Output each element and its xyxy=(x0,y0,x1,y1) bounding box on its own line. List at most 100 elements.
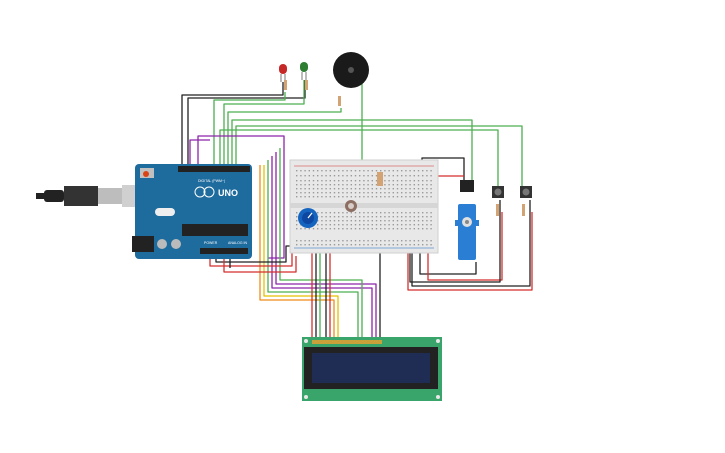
breadboard-hole xyxy=(401,175,403,177)
breadboard-hole xyxy=(413,180,415,182)
potentiometer[interactable] xyxy=(298,208,318,228)
push-button-2[interactable] xyxy=(520,186,532,216)
breadboard-hole xyxy=(363,224,365,226)
wire-red-power-2 xyxy=(223,250,297,273)
breadboard-hole xyxy=(354,196,357,198)
breadboard-hole xyxy=(426,196,428,198)
breadboard-hole xyxy=(405,175,407,177)
breadboard-hole xyxy=(422,180,424,182)
breadboard-hole xyxy=(304,228,306,230)
servo-motor[interactable] xyxy=(455,180,479,260)
breadboard-hole xyxy=(413,224,415,226)
breadboard-hole xyxy=(417,228,420,230)
breadboard-hole xyxy=(417,170,420,172)
breadboard-hole xyxy=(388,220,390,222)
breadboard-hole xyxy=(354,224,357,226)
breadboard-hole xyxy=(422,170,424,172)
breadboard-hole xyxy=(321,244,323,246)
breadboard-hole xyxy=(422,184,424,186)
breadboard-hole xyxy=(304,192,306,194)
breadboard-hole xyxy=(371,184,373,186)
breadboard-hole xyxy=(321,196,323,198)
photoresistor[interactable] xyxy=(345,200,357,212)
breadboard-hole xyxy=(359,220,361,222)
breadboard-hole xyxy=(321,175,323,177)
breadboard-hole xyxy=(300,180,302,182)
breadboard-hole xyxy=(338,196,340,198)
green-led[interactable] xyxy=(300,62,308,90)
breadboard-hole xyxy=(346,240,348,242)
breadboard-hole xyxy=(380,216,382,218)
breadboard-hole xyxy=(430,188,432,190)
red-led[interactable] xyxy=(279,64,287,90)
breadboard-hole xyxy=(413,212,415,214)
wire-lcd-1 xyxy=(189,139,210,165)
breadboard-hole xyxy=(375,224,378,226)
breadboard-hole xyxy=(350,216,352,218)
breadboard-hole xyxy=(405,180,407,182)
breadboard-hole xyxy=(388,244,390,246)
breadboard-hole xyxy=(354,175,357,177)
breadboard-hole xyxy=(325,184,327,186)
breadboard-hole xyxy=(371,212,373,214)
breadboard-hole xyxy=(346,180,348,182)
breadboard-hole xyxy=(388,228,390,230)
breadboard-hole xyxy=(300,175,302,177)
breadboard-hole xyxy=(375,196,378,198)
breadboard-hole xyxy=(342,192,344,194)
breadboard-hole xyxy=(392,224,394,226)
breadboard-hole xyxy=(396,216,399,218)
breadboard-hole xyxy=(333,212,336,214)
arduino-uno-board[interactable]: UNO DIGITAL (PWM~) POWER ANALOG IN xyxy=(132,164,252,259)
breadboard-hole xyxy=(333,224,336,226)
breadboard-hole xyxy=(413,175,415,177)
breadboard-hole xyxy=(350,224,352,226)
breadboard-hole xyxy=(367,175,369,177)
breadboard-hole xyxy=(325,228,327,230)
breadboard-hole xyxy=(346,192,348,194)
breadboard-hole xyxy=(304,180,306,182)
lcd-16x2[interactable] xyxy=(302,337,442,401)
breadboard-hole xyxy=(312,188,315,190)
breadboard-hole xyxy=(367,196,369,198)
breadboard-hole xyxy=(401,224,403,226)
breadboard-hole xyxy=(392,175,394,177)
breadboard-hole xyxy=(346,224,348,226)
breadboard-hole xyxy=(325,180,327,182)
breadboard-hole xyxy=(384,170,386,172)
breadboard-hole xyxy=(367,170,369,172)
piezo-buzzer[interactable] xyxy=(333,52,369,106)
breadboard-hole xyxy=(296,244,298,246)
breadboard-hole xyxy=(405,240,407,242)
breadboard-hole xyxy=(384,188,386,190)
breadboard-hole xyxy=(417,220,420,222)
wire-lcd-green-b xyxy=(279,148,363,340)
breadboard-hole xyxy=(417,184,420,186)
breadboard-hole xyxy=(417,244,420,246)
breadboard-hole xyxy=(405,184,407,186)
breadboard-hole xyxy=(342,184,344,186)
breadboard-hole xyxy=(392,170,394,172)
breadboard-hole xyxy=(308,228,310,230)
breadboard-hole xyxy=(426,224,428,226)
breadboard-hole xyxy=(363,196,365,198)
wire-black-led xyxy=(181,82,284,165)
breadboard-hole xyxy=(325,170,327,172)
breadboard-hole xyxy=(392,240,394,242)
breadboard-hole xyxy=(380,170,382,172)
breadboard-hole xyxy=(388,188,390,190)
breadboard-hole xyxy=(430,224,432,226)
breadboard-hole xyxy=(426,220,428,222)
breadboard-hole xyxy=(392,244,394,246)
breadboard-hole xyxy=(329,175,331,177)
breadboard-hole xyxy=(430,244,432,246)
breadboard-hole xyxy=(422,228,424,230)
breadboard-hole xyxy=(384,196,386,198)
breadboard-hole xyxy=(371,240,373,242)
breadboard-hole xyxy=(329,220,331,222)
breadboard-hole xyxy=(296,220,298,222)
breadboard-hole xyxy=(409,224,411,226)
breadboard-hole xyxy=(413,192,415,194)
breadboard-hole xyxy=(405,224,407,226)
push-button-1[interactable] xyxy=(492,186,504,216)
